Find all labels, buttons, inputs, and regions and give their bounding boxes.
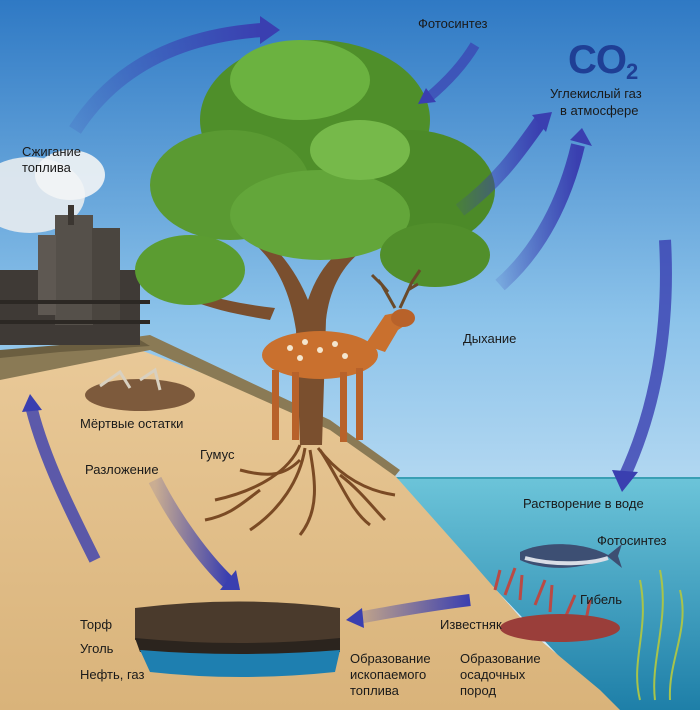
bones xyxy=(99,367,162,391)
sea xyxy=(390,478,700,710)
coral-reef xyxy=(493,567,620,642)
dead-remains-pile xyxy=(85,379,195,411)
label-photosynthesis-top: Фотосинтез xyxy=(418,16,488,31)
tree xyxy=(135,40,495,445)
label-decomposition: Разложение xyxy=(85,462,159,477)
label-sediment-1: Образование xyxy=(460,651,541,666)
label-respiration: Дыхание xyxy=(463,331,517,346)
decomposition-arrow xyxy=(148,476,233,588)
label-death: Гибель xyxy=(580,592,623,607)
label-fossil-2: ископаемого xyxy=(350,667,427,682)
fuel-burning-arrow xyxy=(69,23,263,134)
label-limestone: Известняк xyxy=(440,617,502,632)
seaweed xyxy=(636,569,684,701)
label-dead-remains: Мёртвые остатки xyxy=(80,416,184,431)
limestone-arrow xyxy=(356,594,471,624)
label-dissolution: Растворение в воде xyxy=(523,496,644,511)
tree-roots xyxy=(204,444,396,536)
label-coal: Уголь xyxy=(80,641,114,656)
co2-formula: CO2 xyxy=(568,38,638,85)
respiration-arrow-tree xyxy=(455,117,546,216)
label-photosynthesis-water: Фотосинтез xyxy=(597,533,667,548)
label-co2-caption-2: в атмосфере xyxy=(560,103,639,118)
respiration-arrow-animal xyxy=(495,143,585,291)
oil-gas-layer xyxy=(140,650,340,677)
co2-symbol: CO xyxy=(568,38,627,82)
deer xyxy=(262,269,422,442)
fossil-return-arrow xyxy=(26,408,101,563)
label-fossil-3: топлива xyxy=(350,683,399,698)
surface-layer xyxy=(0,335,400,476)
cycle-arrows xyxy=(22,16,672,628)
photosynthesis-arrow xyxy=(424,42,480,102)
label-sediment-2: осадочных xyxy=(460,667,526,682)
label-oil-gas: Нефть, газ xyxy=(80,667,145,682)
label-fuel-burning-2: топлива xyxy=(22,160,71,175)
tuna-fish xyxy=(520,544,622,568)
label-co2-caption-1: Углекислый газ xyxy=(550,86,642,101)
label-peat: Торф xyxy=(80,617,113,632)
label-humus: Гумус xyxy=(200,447,235,462)
factory xyxy=(0,150,150,345)
label-sediment-3: пород xyxy=(460,683,497,698)
coal-layer xyxy=(135,638,340,656)
label-fuel-burning-1: Сжигание xyxy=(22,144,81,159)
dissolution-arrow xyxy=(619,239,672,478)
label-fossil-1: Образование xyxy=(350,651,431,666)
peat-layer xyxy=(135,601,340,645)
co2-subscript: 2 xyxy=(626,59,638,84)
